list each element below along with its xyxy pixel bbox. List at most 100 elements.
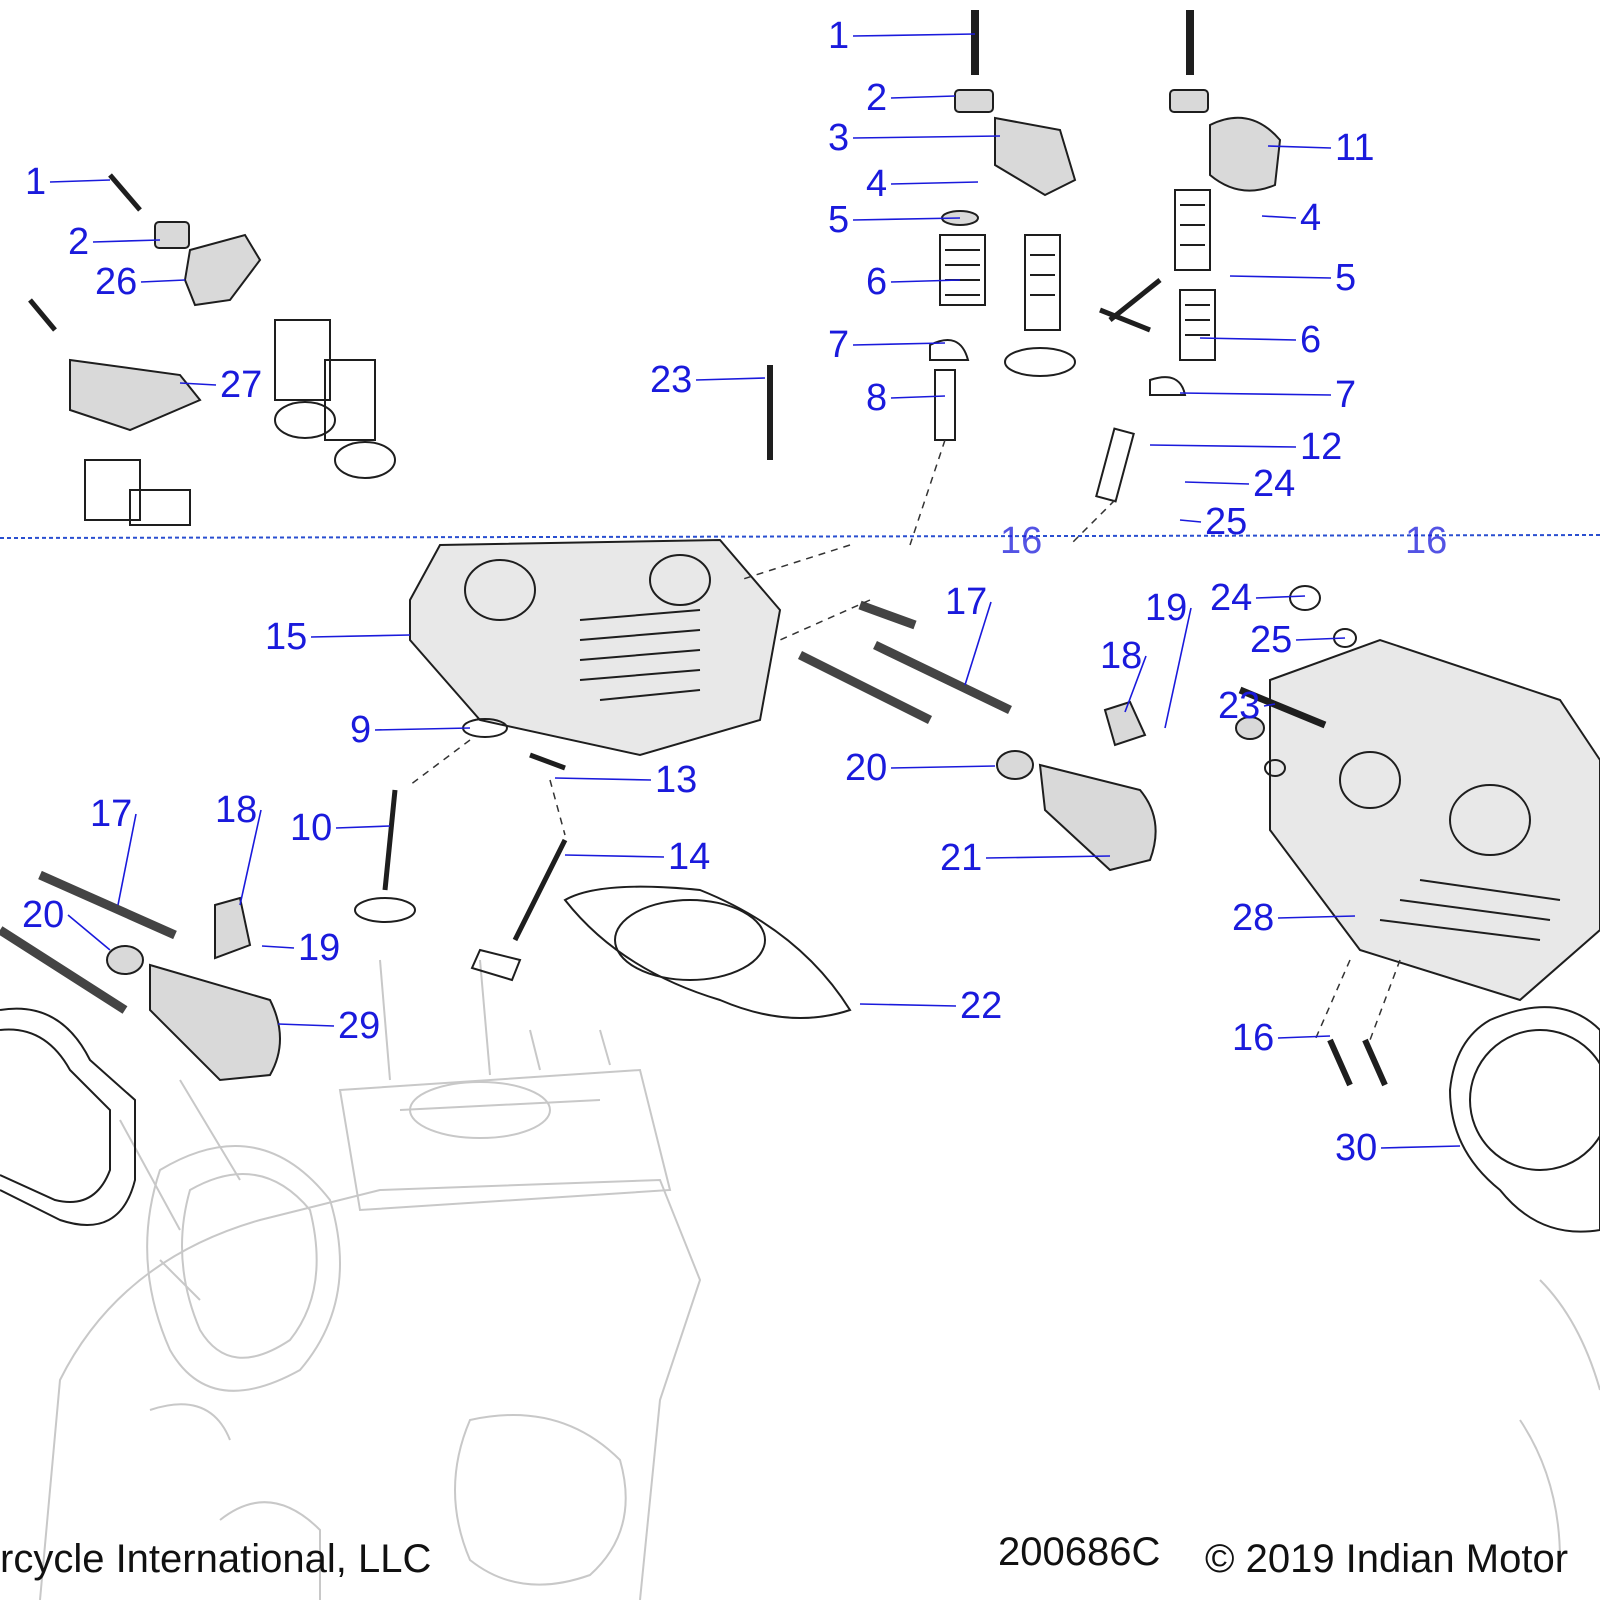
- callout-number: 19: [298, 927, 340, 969]
- leader-line: [140, 279, 186, 283]
- leader-line: [1179, 519, 1202, 523]
- callout-c6-top: 6: [866, 261, 961, 303]
- callout-number: 25: [1250, 619, 1292, 661]
- callout-number: 6: [1300, 319, 1321, 361]
- assembly-guide-lines: [409, 439, 1401, 1041]
- callout-c29: 29: [277, 1005, 380, 1047]
- callout-c1-left: 1: [25, 161, 111, 203]
- valves-and-seals: [354, 718, 568, 982]
- cylinder-head-15: [409, 538, 782, 757]
- callout-c21: 21: [940, 837, 1111, 879]
- callout-number: 17: [90, 793, 132, 835]
- callout-c3-top: 3: [828, 117, 1001, 159]
- leader-line: [1277, 1035, 1331, 1039]
- callout-number: 18: [215, 789, 257, 831]
- leader-line: [1255, 595, 1306, 599]
- leader-line: [1277, 915, 1356, 919]
- callout-c24-top: 24: [1184, 463, 1295, 505]
- leader-line: [374, 727, 471, 731]
- callout-c16: 16: [1232, 1017, 1331, 1059]
- callout-c7-right: 7: [1179, 374, 1356, 416]
- callout-number: 26: [95, 261, 137, 303]
- valve-train-front: [767, 10, 1282, 503]
- leader-line: [261, 945, 295, 949]
- callout-number: 16: [1232, 1017, 1274, 1059]
- callout-number: 20: [22, 894, 64, 936]
- callout-c20-mid: 20: [845, 747, 996, 789]
- leader-line: [1184, 481, 1250, 485]
- footer-company: rcycle International, LLC: [0, 1537, 431, 1581]
- leader-line: [67, 914, 111, 951]
- callout-c15: 15: [265, 616, 411, 658]
- callout-c22: 22: [859, 985, 1002, 1027]
- callout-number: 30: [1335, 1127, 1377, 1169]
- leader-line: [564, 854, 665, 858]
- leader-line: [49, 179, 111, 183]
- callout-number: 19: [1145, 587, 1187, 629]
- callout-number: 10: [290, 807, 332, 849]
- callout-c23-right: 23: [1218, 685, 1276, 727]
- callout-number: 22: [960, 985, 1002, 1027]
- rocker-arm-assembly-left: [28, 173, 396, 526]
- callout-c20-left: 20: [22, 894, 111, 951]
- callout-number: 21: [940, 837, 982, 879]
- leader-line: [890, 95, 956, 99]
- leader-line: [1149, 444, 1297, 448]
- leader-line: [1263, 703, 1276, 707]
- callout-c2-left: 2: [68, 221, 161, 263]
- callout-c25-top: 25: [1179, 501, 1247, 543]
- callout-number: 23: [650, 359, 692, 401]
- callout-c30: 30: [1335, 1127, 1461, 1169]
- callout-c6-right: 6: [1199, 319, 1321, 361]
- footer-drawing-number: 200686C: [998, 1530, 1160, 1574]
- callout-number: 18: [1100, 635, 1142, 677]
- callout-c19-left: 19: [261, 927, 340, 969]
- leader-line: [985, 855, 1111, 859]
- leader-line: [890, 279, 961, 283]
- gasket-left: [0, 1007, 136, 1226]
- callout-c12: 12: [1149, 426, 1342, 468]
- callout-number: 2: [866, 77, 887, 119]
- callout-c1-top: 1: [828, 15, 976, 57]
- leader-line: [117, 813, 137, 906]
- callout-number: 3: [828, 117, 849, 159]
- callout-number: 1: [25, 161, 46, 203]
- leader-line: [239, 809, 262, 906]
- callout-number: 7: [828, 324, 849, 366]
- callout-number: 11: [1335, 127, 1374, 169]
- leader-line: [890, 395, 946, 399]
- leader-line: [695, 377, 766, 381]
- callout-number: 27: [220, 364, 262, 406]
- leader-line: [859, 1003, 957, 1007]
- callout-number: 7: [1335, 374, 1356, 416]
- callout-number: 17: [945, 581, 987, 623]
- leader-line: [1229, 275, 1332, 279]
- leader-line: [852, 135, 1001, 139]
- callout-number: 6: [866, 261, 887, 303]
- callout-c18-mid: 18: [1100, 635, 1147, 713]
- callout-c27: 27: [179, 364, 262, 406]
- callout-c5-right: 5: [1229, 257, 1356, 299]
- leader-line: [1199, 337, 1297, 341]
- callout-c23-top: 23: [650, 359, 766, 401]
- leader-line: [554, 777, 652, 781]
- callout-number: 28: [1232, 897, 1274, 939]
- callout-c11: 11: [1267, 127, 1374, 169]
- cylinder-head-28: [1269, 638, 1600, 1002]
- callout-number: 23: [1218, 685, 1260, 727]
- leader-line: [852, 33, 976, 37]
- footer-copyright: © 2019 Indian Motor: [1205, 1537, 1568, 1581]
- leader-line: [1164, 607, 1192, 729]
- head-gasket-22: [563, 885, 852, 1019]
- leader-line: [1124, 655, 1147, 713]
- callout-number: 20: [845, 747, 887, 789]
- leader-line: [310, 634, 411, 638]
- callout-number: 5: [828, 199, 849, 241]
- leader-line: [92, 239, 161, 243]
- callout-c7-top: 7: [828, 324, 946, 366]
- leader-line: [277, 1023, 335, 1027]
- callout-number: 8: [866, 377, 887, 419]
- callout-number: 15: [265, 616, 307, 658]
